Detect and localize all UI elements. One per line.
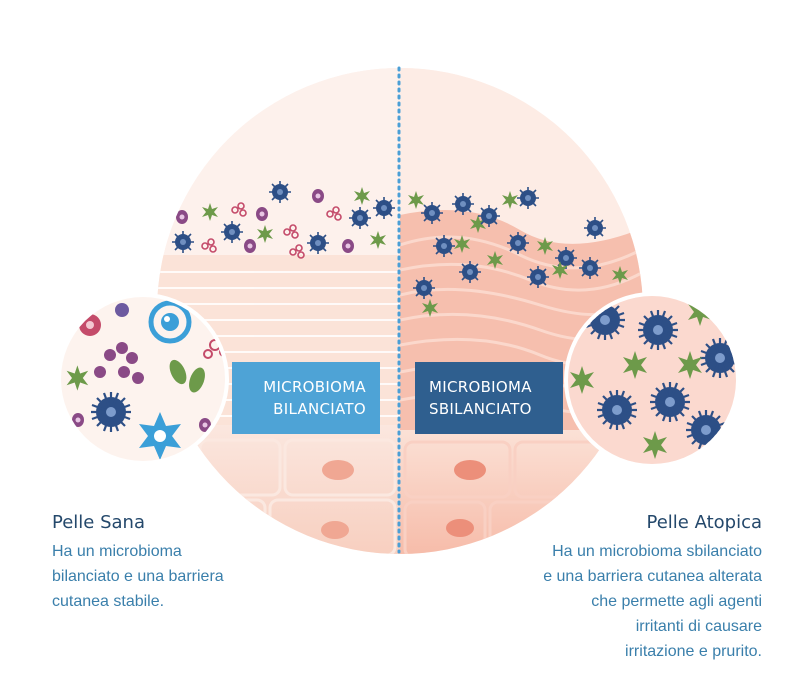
balanced-microbiome-label: MICROBIOMA BILANCIATO [232,362,380,434]
unbalanced-microbiome-label: MICROBIOMA SBILANCIATO [415,362,563,434]
balanced-label-line-1: MICROBIOMA [263,378,366,396]
balanced-label-line-2: BILANCIATO [273,400,366,418]
atopic-skin-title: Pelle Atopica [646,512,762,533]
atopic-desc-line-4: irritanti di causare [635,618,762,635]
atopic-desc-line-3: che permette agli agenti [591,593,762,610]
atopic-desc-line-1: Ha un microbioma sbilanciato [552,543,762,560]
unbalanced-label-line-2: SBILANCIATO [429,400,532,418]
healthy-skin-caption: Pelle Sana Ha un microbioma bilanciato e… [52,512,224,614]
atopic-desc-line-2: e una barriera cutanea alterata [543,568,762,585]
healthy-zoom-circle [57,293,229,465]
healthy-desc-line-2: bilanciato e una barriera [52,568,224,585]
healthy-desc-line-3: cutanea stabile. [52,593,165,610]
healthy-skin-half [157,68,400,554]
atopic-desc-line-5: irritazione e prurito. [625,643,762,660]
healthy-desc-line-1: Ha un microbioma [52,543,182,560]
atopic-skin-caption: Pelle Atopica Ha un microbioma sbilancia… [543,512,762,664]
unbalanced-label-line-1: MICROBIOMA [429,378,532,396]
skin-cross-section [157,68,643,554]
healthy-skin-title: Pelle Sana [52,512,145,533]
atopic-zoom-circle [564,292,740,468]
